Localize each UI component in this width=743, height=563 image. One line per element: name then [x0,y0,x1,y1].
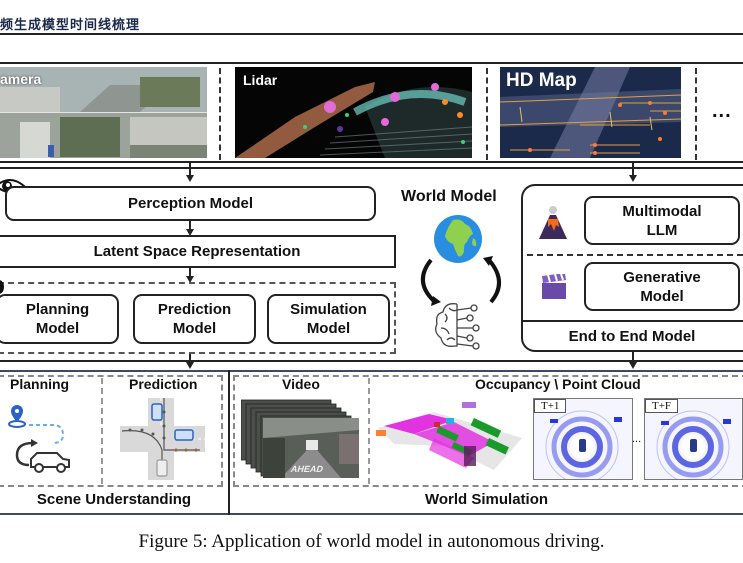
arrow-head [186,362,194,369]
perception-model-label: Perception Model [127,195,254,212]
inputs-bottom-border [0,161,743,163]
inputs-top-border [0,62,743,64]
lidar-image: Lidar [235,67,472,158]
point-cloud-frame-t1: T+1 [533,398,633,480]
prediction-label: Prediction [129,376,198,392]
more-inputs-ellipsis: ... [712,100,732,122]
prediction-model-line1: Prediction [157,301,232,318]
occupancy-grid-render [374,398,522,480]
arrow-to-simulation [632,352,634,364]
end-to-end-divider [527,254,743,256]
multimodal-llm-line1: Multimodal [622,202,702,220]
arrow-head [186,276,194,283]
world-simulation-label: World Simulation [424,491,549,508]
camera-label: amera [0,71,42,87]
header-divider [0,33,743,35]
arrow-to-scene [189,354,191,364]
road-marking-text: AHEAD [289,464,325,474]
end-to-end-model-group [521,184,743,352]
camera-image: amera [0,67,207,158]
end-to-end-model-label: End to End Model [568,328,696,345]
world-model-title: World Model [401,188,497,205]
lidar-pointcloud [235,82,472,158]
video-frames-stack: AHEAD [240,398,361,480]
volcano-icon [537,205,569,241]
simulation-model-line1: Simulation [290,301,367,318]
downstream-models-group [0,282,396,354]
frame-tf-label: T+F [645,399,679,413]
prediction-model-line2: Model [172,320,217,337]
arrow-head [629,362,637,369]
globe-icon [433,214,483,264]
simulation-model-line2: Model [306,320,351,337]
intersection-prediction-icon [120,398,205,480]
latent-space-label: Latent Space Representation [93,243,301,260]
arrow-head [186,229,194,236]
group-marker-icon [0,280,4,294]
planning-model-line1: Planning [25,301,90,318]
latent-space-box: Latent Space Representation [0,235,396,268]
arrow-to-end-to-end [632,163,634,177]
world-model-bottom-border [0,360,743,362]
arrow-head [629,175,637,182]
feedback-cycle-arrows-icon [413,252,508,347]
world-simulation-group [233,375,743,487]
arrow-to-perception [189,163,191,177]
scene-understanding-group [0,375,223,487]
lidar-label: Lidar [243,72,278,88]
hdmap-label: HD Map [506,70,577,91]
multimodal-llm-line2: LLM [646,221,678,239]
video-label: Video [282,376,320,392]
point-cloud-frame-tf: T+F [644,398,743,480]
arrow-to-latent [189,221,191,231]
planning-label: Planning [10,376,70,392]
arrow-head [186,175,194,182]
generative-model-line2: Model [640,287,684,305]
perception-model-box: Perception Model [5,186,376,221]
input-separator [219,68,221,160]
scene-understanding-label: Scene Understanding [36,491,192,508]
route-planning-icon [5,403,75,475]
input-separator [486,68,488,160]
arrow-to-models [189,268,191,278]
frame-t1-label: T+1 [534,399,567,413]
document-header-title: 频生成模型时间线梳理 [0,18,141,33]
input-separator [695,68,697,160]
end-to-end-footer-divider [521,320,743,322]
generative-model-line1: Generative [623,268,701,286]
applications-bottom-border [0,513,743,515]
camera-scene [0,67,207,158]
world-model-top-border [0,167,743,169]
frames-ellipsis: ... [632,433,642,445]
applications-top-border [0,370,743,372]
planning-model-line2: Model [35,320,80,337]
neural-brain-icon [433,300,483,350]
occupancy-label: Occupancy \ Point Cloud [475,376,641,392]
clapperboard-icon [541,273,567,300]
figure-caption: Figure 5: Application of world model in … [138,531,605,552]
simulation-divider [368,378,370,484]
hdmap-render [500,67,681,158]
hdmap-image: HD Map [500,67,681,158]
scene-divider [101,378,103,484]
applications-divider [228,370,230,515]
